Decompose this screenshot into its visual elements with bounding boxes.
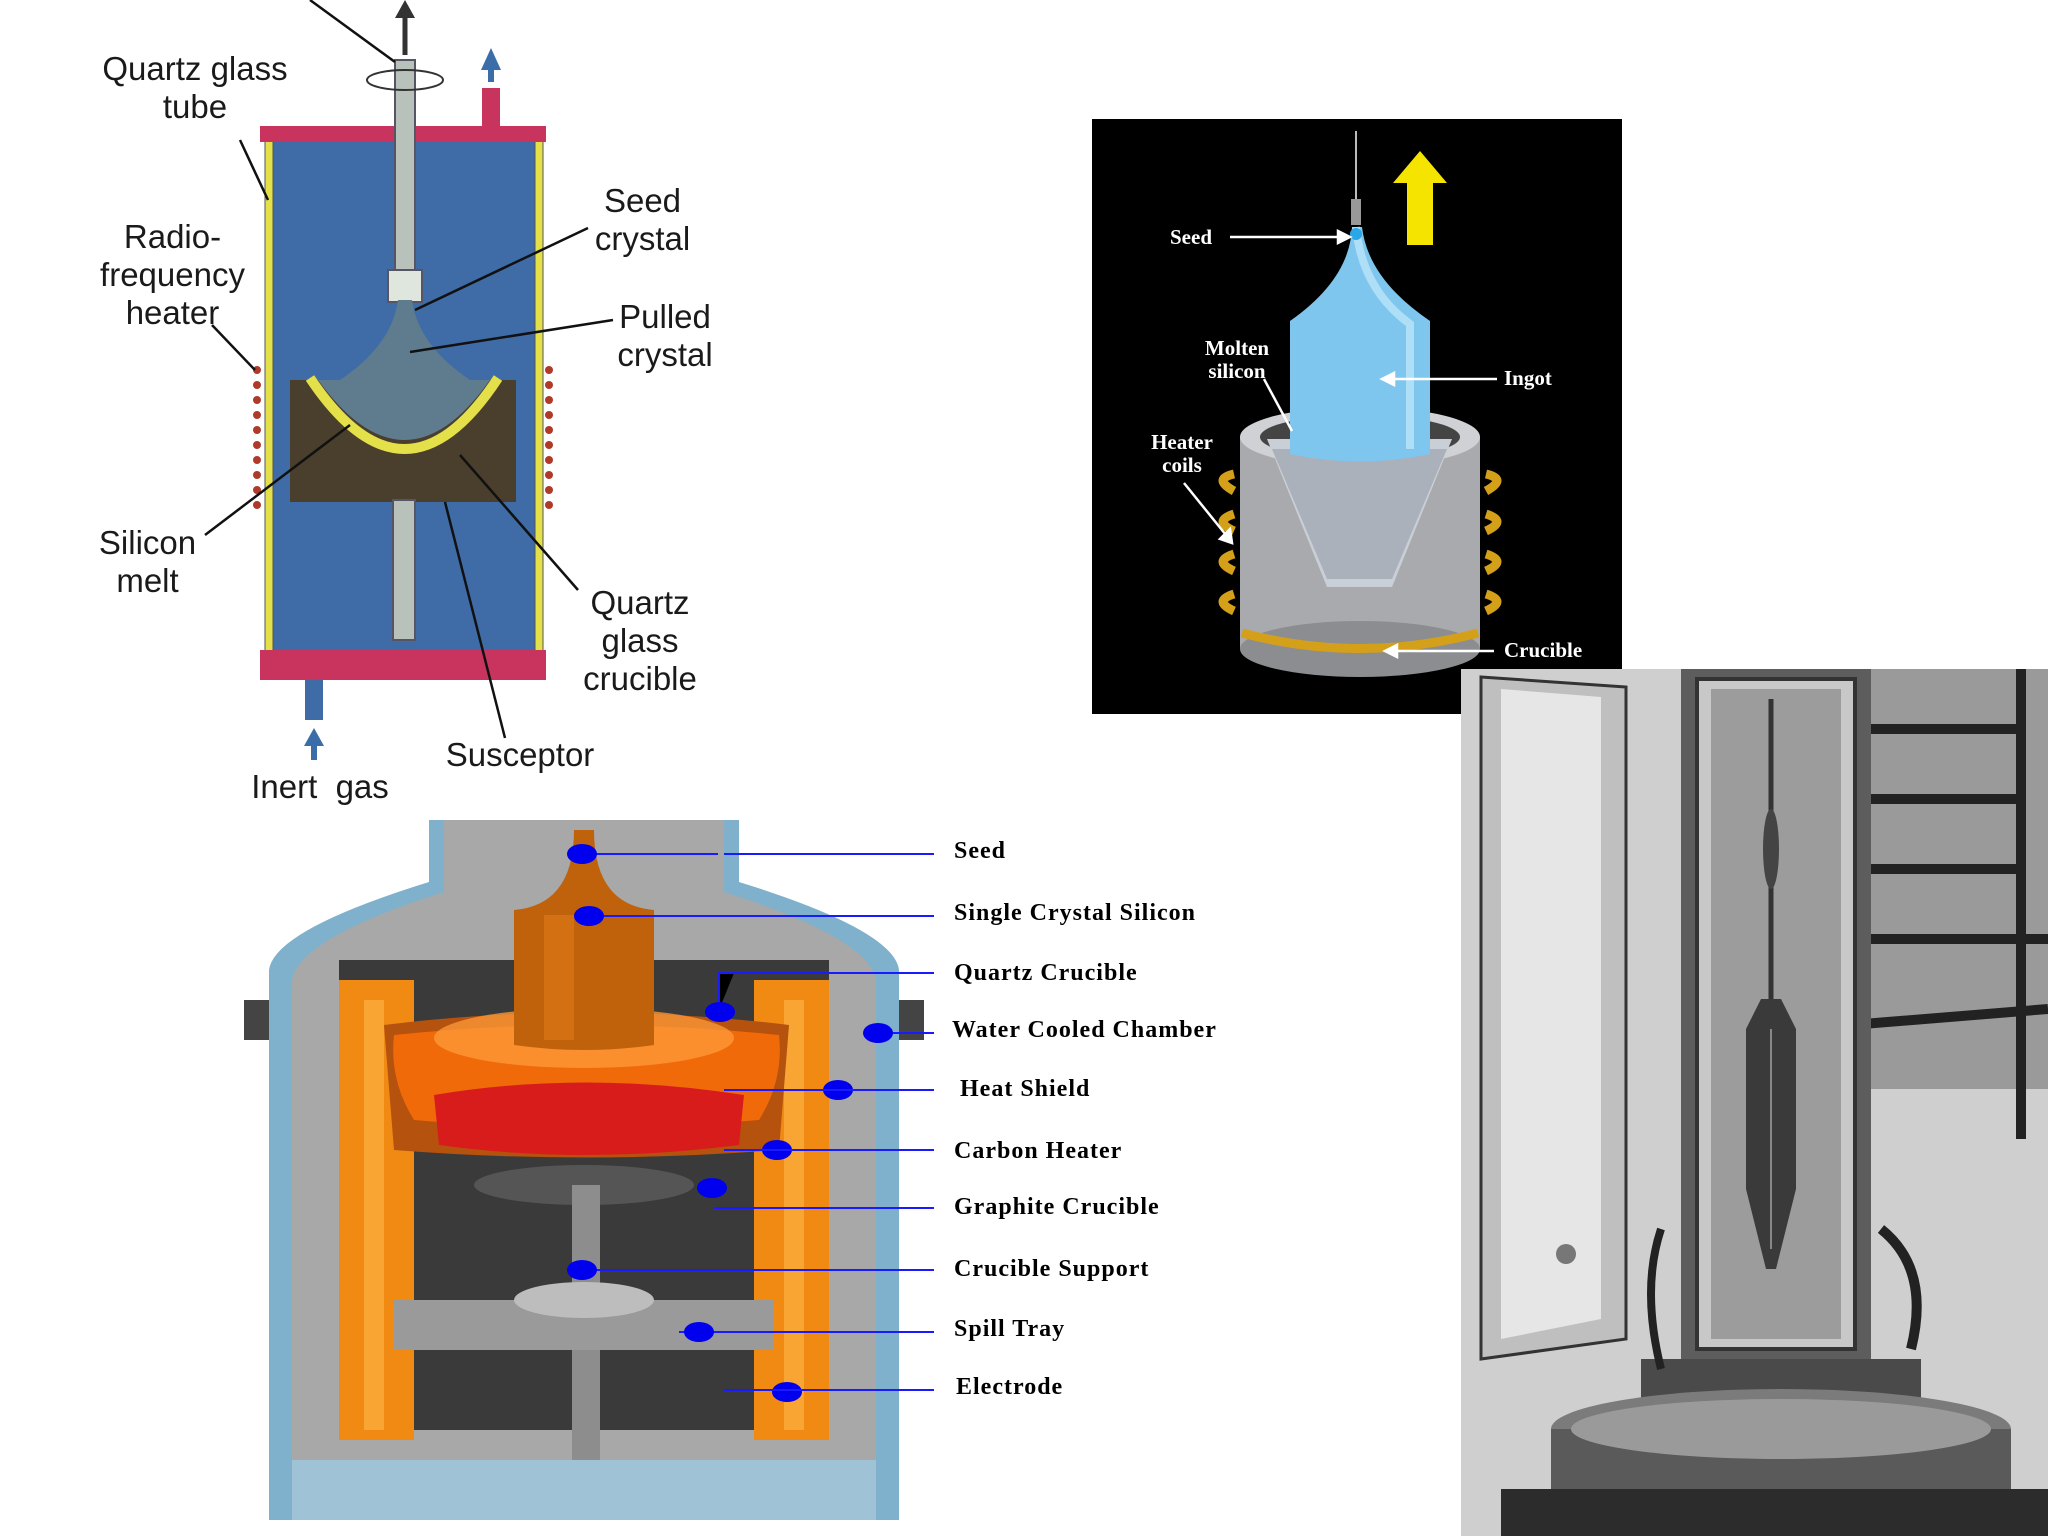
quartz-tube-diagram: Quartz glass tube Radio- frequency heate… (0, 0, 740, 810)
label-silicon-melt: Silicon melt (98, 524, 197, 599)
ingot-diagram: Seed Molten silicon Ingot Heater coils C… (1092, 119, 1622, 714)
label-heat-shield: Heat Shield (960, 1076, 1091, 1102)
bottom-flange (260, 650, 546, 680)
crystal-puller-photo-art (1461, 669, 2048, 1536)
label-crucible-support: Crucible Support (954, 1256, 1150, 1282)
label-ingot: Ingot (1504, 366, 1552, 390)
label-seed-crystal: Seed crystal (594, 182, 691, 257)
label-susceptor: Susceptor (445, 736, 595, 773)
label-electrode: Electrode (956, 1374, 1064, 1400)
silicon-melt (434, 1082, 744, 1155)
ingot-shape (1290, 227, 1430, 462)
label-carbon-heater: Carbon Heater (954, 1138, 1123, 1164)
quartz-tube-diagram-art (204, 0, 614, 760)
label-graphite-crucible: Graphite Crucible (954, 1194, 1160, 1220)
crystal-puller-photo (1461, 669, 2048, 1536)
label-spill-tray: Spill Tray (954, 1316, 1066, 1342)
cutaway-diagram-art (244, 820, 934, 1520)
label-quartz-glass-tube: Quartz glass tube (102, 50, 288, 125)
label-quartz-crucible: Quartz Crucible (954, 960, 1138, 986)
label-pulled-crystal: Pulled crystal (617, 298, 713, 373)
label-seed: Seed (954, 838, 1006, 864)
cutaway-diagram: Seed Single Crystal Silicon Quartz Cruci… (244, 820, 1334, 1536)
ingot-diagram-art (1183, 131, 1502, 677)
label-seed: Seed (1170, 225, 1212, 249)
label-water-cooled-chamber: Water Cooled Chamber (952, 1017, 1217, 1043)
label-quartz-glass-crucible: Quartz glass crucible (583, 584, 697, 697)
label-single-crystal-silicon: Single Crystal Silicon (954, 900, 1197, 926)
label-rf-heater: Radio- frequency heater (100, 218, 245, 331)
label-molten-silicon: Molten silicon (1204, 336, 1270, 383)
label-crucible: Crucible (1504, 638, 1583, 662)
label-heater-coils: Heater coils (1151, 430, 1213, 477)
label-inert-gas: Inert gas (251, 768, 389, 805)
